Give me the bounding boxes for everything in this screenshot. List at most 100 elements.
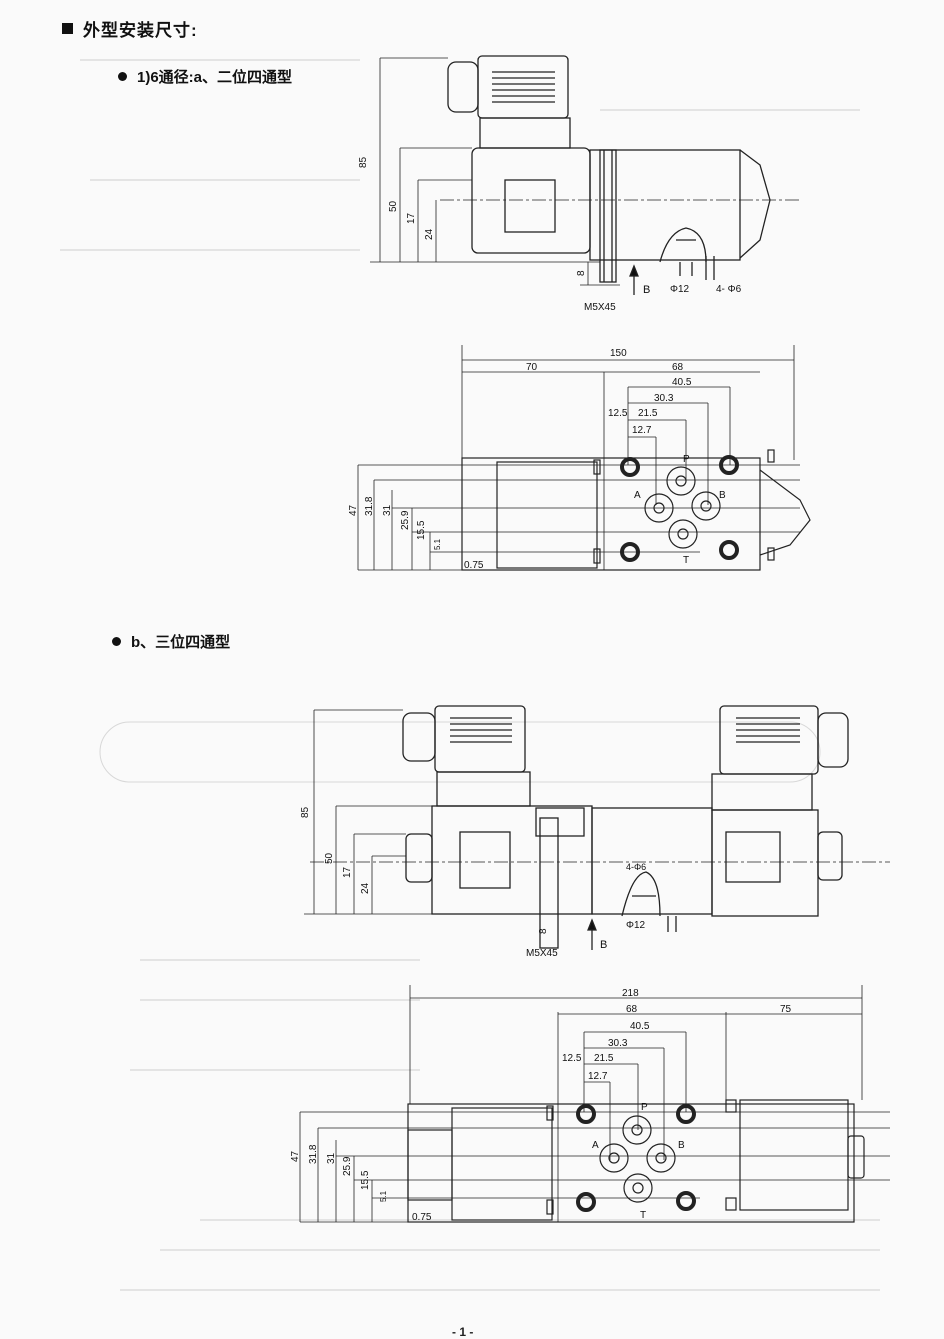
page-number: - 1 -: [452, 1325, 474, 1339]
dim-17: 17: [406, 212, 417, 224]
dim-0-75: 0.75: [464, 560, 484, 571]
mounting-screw: [599, 149, 617, 283]
port-t-label: T: [683, 555, 689, 566]
port-t: [668, 519, 698, 549]
valve-body: [589, 149, 741, 261]
port-a: [644, 493, 674, 523]
right-connector-plug: [817, 712, 849, 768]
b-dim-5-1: 5.1: [379, 1190, 388, 1202]
b-dim-50: 50: [324, 852, 335, 864]
b-dim-25-9: 25.9: [342, 1156, 353, 1176]
b-dim-31: 31: [326, 1152, 337, 1164]
b-arrow-b-label: B: [600, 939, 607, 951]
b-dim-12-5: 12.5: [562, 1053, 582, 1064]
dim-8: 8: [576, 270, 587, 276]
port-p-label: P: [683, 454, 690, 465]
b-valve-outline: [407, 1103, 855, 1223]
b-dim-31-8: 31.8: [308, 1144, 319, 1164]
coil-window: [504, 179, 556, 233]
b-mount-hole-br: [676, 1191, 696, 1211]
b-screw-spec: M5X45: [526, 948, 558, 959]
dim-50: 50: [388, 200, 399, 212]
b-left-plug-outline: [407, 1129, 453, 1201]
heading-text: 外型安装尺寸:: [83, 21, 198, 40]
b-port-boss: [621, 871, 661, 917]
dim-31-8: 31.8: [364, 496, 375, 516]
mount-hole-tr: [719, 455, 739, 475]
dim-47: 47: [348, 504, 359, 516]
port-a-label: A: [634, 490, 641, 501]
dim-24: 24: [424, 228, 435, 240]
mount-hole-br: [719, 540, 739, 560]
dim-30-3: 30.3: [654, 393, 674, 404]
section-b-title: b、三位四通型: [112, 631, 230, 652]
b-phi12-label: Φ12: [626, 920, 646, 931]
b-dim-0-75: 0.75: [412, 1212, 432, 1223]
b-port-p: [622, 1115, 652, 1145]
b-dim-8: 8: [538, 928, 549, 934]
dim-68: 68: [672, 362, 684, 373]
b-port-p-label: P: [641, 1102, 648, 1113]
b-dim-30-3: 30.3: [608, 1038, 628, 1049]
port-b-label: B: [719, 490, 726, 501]
dim-15-5: 15.5: [416, 520, 427, 540]
arrow-b-label: B: [643, 284, 650, 296]
dim-31: 31: [382, 504, 393, 516]
b-mount-hole-bl: [576, 1192, 596, 1212]
center-valve-body: [591, 807, 713, 915]
mount-hole-tl: [620, 457, 640, 477]
b-port-t: [623, 1173, 653, 1203]
b-dim-12-7: 12.7: [588, 1071, 608, 1082]
dim-218: 218: [622, 988, 639, 999]
coil-outline: [496, 461, 598, 569]
b-port-b: [646, 1143, 676, 1173]
phi12-label: Φ12: [670, 284, 690, 295]
round-bullet-icon: [118, 72, 127, 81]
dim-12-5: 12.5: [608, 408, 628, 419]
valve-outline: [461, 457, 761, 571]
b-holes-label: 4-Φ6: [626, 862, 646, 872]
b-dim-40-5: 40.5: [630, 1021, 650, 1032]
dim-12-7: 12.7: [632, 425, 652, 436]
section-b-label: b、三位四通型: [131, 634, 231, 651]
screw-spec: M5X45: [584, 302, 616, 313]
dim-5-1: 5.1: [433, 538, 442, 550]
dim-150: 150: [610, 348, 627, 359]
port-boss: [659, 227, 707, 263]
dim-85: 85: [358, 156, 369, 168]
dim-21-5: 21.5: [638, 408, 658, 419]
b-port-a: [599, 1143, 629, 1173]
b-dim-24: 24: [360, 882, 371, 894]
b-right-coil-outline: [739, 1099, 849, 1211]
dim-40-5: 40.5: [672, 377, 692, 388]
round-bullet-icon: [112, 637, 121, 646]
dim-75: 75: [780, 1004, 792, 1015]
b-mounting-screw: [539, 817, 559, 949]
b-mount-hole-tl: [576, 1104, 596, 1124]
port-b: [691, 491, 721, 521]
holes-label: 4- Φ6: [716, 284, 742, 295]
dim-70: 70: [526, 362, 538, 373]
b-dim-17: 17: [342, 866, 353, 878]
b-port-b-label: B: [678, 1140, 685, 1151]
b-port-t-label: T: [640, 1210, 646, 1221]
square-bullet-icon: [62, 23, 73, 34]
b-dim-85: 85: [300, 806, 311, 818]
section-heading: 外型安装尺寸:: [62, 16, 198, 41]
section-a-title: 1)6通径:a、二位四通型: [118, 66, 292, 87]
port-p: [666, 466, 696, 496]
b-dim-47: 47: [290, 1150, 301, 1162]
b-dim-68: 68: [626, 1004, 638, 1015]
section-a-label: 1)6通径:a、二位四通型: [137, 69, 293, 86]
b-left-coil-outline: [451, 1107, 553, 1221]
b-dim-15-5: 15.5: [360, 1170, 371, 1190]
b-port-a-label: A: [592, 1140, 599, 1151]
b-mount-hole-tr: [676, 1104, 696, 1124]
dim-25-9: 25.9: [400, 510, 411, 530]
b-dim-21-5: 21.5: [594, 1053, 614, 1064]
